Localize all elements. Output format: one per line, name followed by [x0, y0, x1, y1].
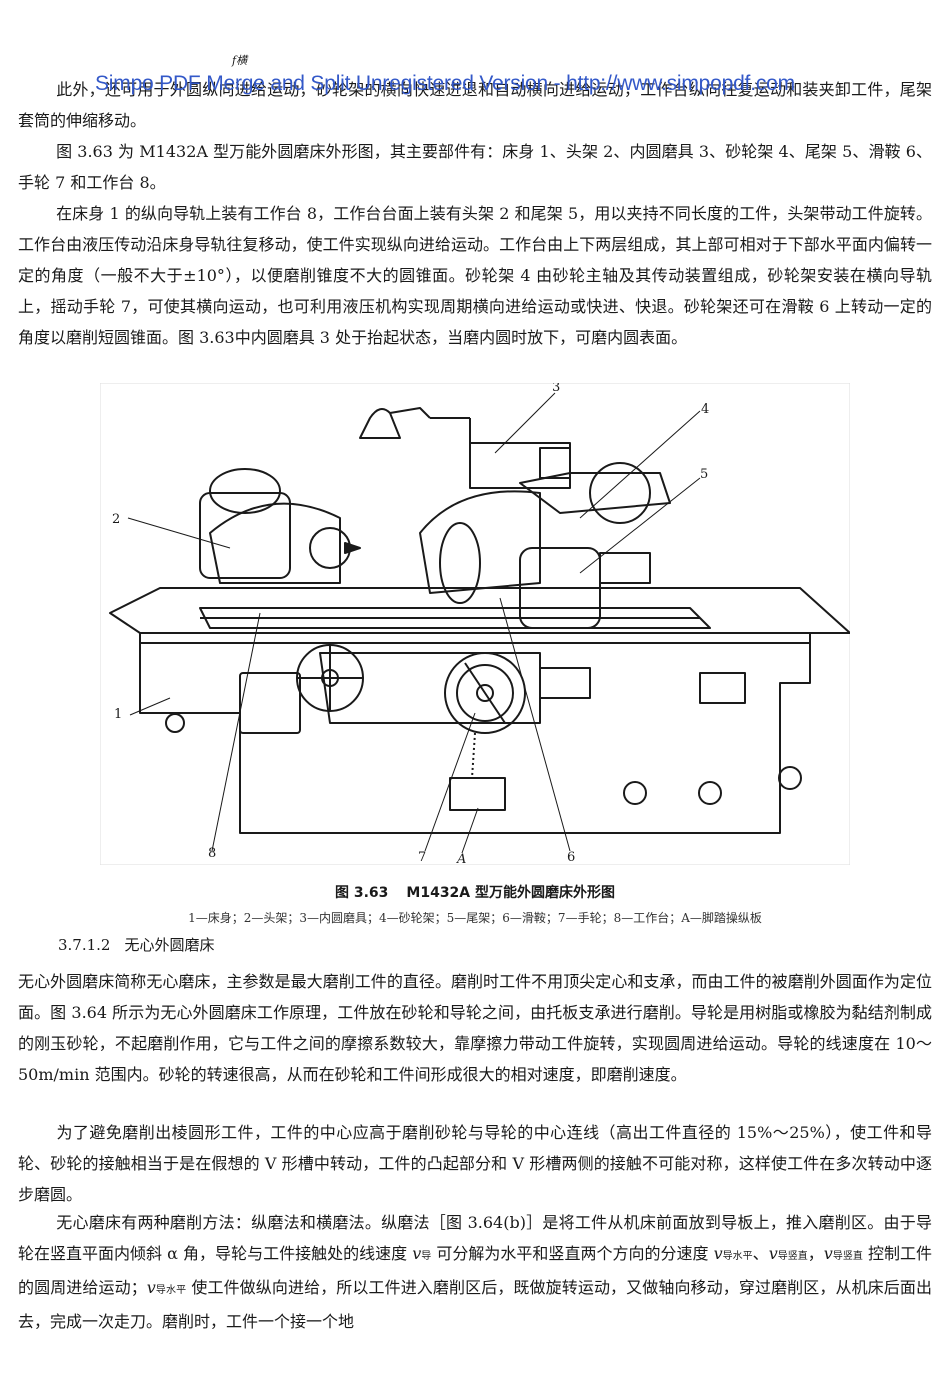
paragraph-6-text-e: 控制工件的圆周进给运动；	[18, 1244, 932, 1297]
velocity-symbol: v	[713, 1244, 723, 1263]
velocity-subscript: 导竖直	[832, 1251, 863, 1262]
paragraph-1: 此外，还可用于外圆纵向进给运动，砂轮架的横向快速进退和自动横向进给运动，工作台纵…	[18, 74, 932, 136]
wheel-head-outline	[419, 490, 541, 594]
figure-number: 图 3.63	[334, 885, 389, 901]
figure-legend: 1—床身；2—头架；3—内圆磨具；4—砂轮架；5—尾架；6—滑鞍；7—手轮；8—…	[188, 911, 762, 925]
callout-A: A	[456, 852, 466, 865]
section-heading: 3.7.1.2 无心外圆磨床	[58, 934, 229, 955]
machine-bed-outline	[139, 632, 811, 834]
callout-8: 8	[208, 846, 216, 861]
velocity-symbol: v	[412, 1244, 422, 1263]
formula-fragment: f横	[232, 54, 248, 67]
callout-2: 2	[112, 512, 120, 527]
paragraph-4-text: 无心外圆磨床简称无心磨床，主参数是最大磨削工件的直径。磨削时工件不用顶尖定心和支…	[18, 972, 932, 1084]
punctuation: ，	[807, 1244, 824, 1263]
velocity-subscript: 导	[421, 1251, 432, 1262]
velocity-subscript: 导水平	[722, 1251, 753, 1262]
paragraph-1-text: 此外，还可用于外圆纵向进给运动，砂轮架的横向快速进退和自动横向进给运动，工作台纵…	[18, 80, 932, 130]
watermark: Simpo PDF Merge and Split Unregistered V…	[95, 72, 795, 95]
headstock-outline	[199, 492, 291, 579]
paragraph-5: 为了避免磨削出棱圆形工件，工件的中心应高于磨削砂轮与导轮的中心连线（高出工件直径…	[18, 1117, 932, 1210]
worktable-outline	[199, 607, 711, 629]
velocity-symbol: v	[823, 1244, 833, 1263]
callout-4: 4	[701, 402, 709, 417]
section-title: 无心外圆磨床	[124, 936, 215, 954]
paragraph-6-text-f: 使工件做纵向进给，所以工件进入磨削区后，既做旋转运动，又做轴向移动，穿过磨削区，…	[18, 1278, 932, 1331]
tailstock-outline	[519, 547, 601, 629]
velocity-subscript: 导竖直	[777, 1251, 808, 1262]
paragraph-3-text: 在床身 1 的纵向导轨上装有工作台 8，工作台台面上装有头架 2 和尾架 5，用…	[18, 204, 932, 347]
callout-1: 1	[114, 707, 122, 722]
paragraph-3: 在床身 1 的纵向导轨上装有工作台 8，工作台台面上装有头架 2 和尾架 5，用…	[18, 198, 932, 353]
paragraph-6-text-a: 无心磨床有两种磨削方法：纵磨法和横磨法。纵磨法［图 3.64(b)］是将工件从机…	[18, 1213, 932, 1263]
velocity-subscript: 导水平	[155, 1285, 187, 1296]
handwheel-7	[444, 652, 526, 734]
figure-caption: 图 3.63 M1432A 型万能外圆磨床外形图	[0, 882, 950, 902]
callout-5: 5	[700, 467, 708, 482]
punctuation: 、	[752, 1244, 769, 1263]
figure-title: M1432A 型万能外圆磨床外形图	[406, 885, 616, 901]
paragraph-4: 无心外圆磨床简称无心磨床，主参数是最大磨削工件的直径。磨削时工件不用顶尖定心和支…	[18, 966, 932, 1090]
callout-3: 3	[552, 383, 560, 395]
internal-grinder-outline	[469, 442, 571, 489]
paragraph-2: 图 3.63 为 M1432A 型万能外圆磨床外形图，其主要部件有：床身 1、头…	[18, 136, 932, 198]
section-number: 3.7.1.2	[58, 936, 111, 954]
foot-pedal	[449, 777, 506, 811]
callout-6: 6	[567, 850, 575, 865]
paragraph-6: 无心磨床有两种磨削方法：纵磨法和横磨法。纵磨法［图 3.64(b)］是将工件从机…	[18, 1207, 932, 1337]
paragraph-2-text: 图 3.63 为 M1432A 型万能外圆磨床外形图，其主要部件有：床身 1、头…	[18, 142, 932, 192]
velocity-symbol: v	[768, 1244, 778, 1263]
velocity-symbol: v	[146, 1278, 156, 1297]
grinder-machine-figure: 1 2 3 4 5 6 7 8 A	[100, 383, 850, 865]
paragraph-5-text: 为了避免磨削出棱圆形工件，工件的中心应高于磨削砂轮与导轮的中心连线（高出工件直径…	[18, 1123, 932, 1204]
callout-7: 7	[418, 850, 426, 865]
paragraph-6-text-b: 可分解为水平和竖直两个方向的分速度	[431, 1244, 714, 1263]
